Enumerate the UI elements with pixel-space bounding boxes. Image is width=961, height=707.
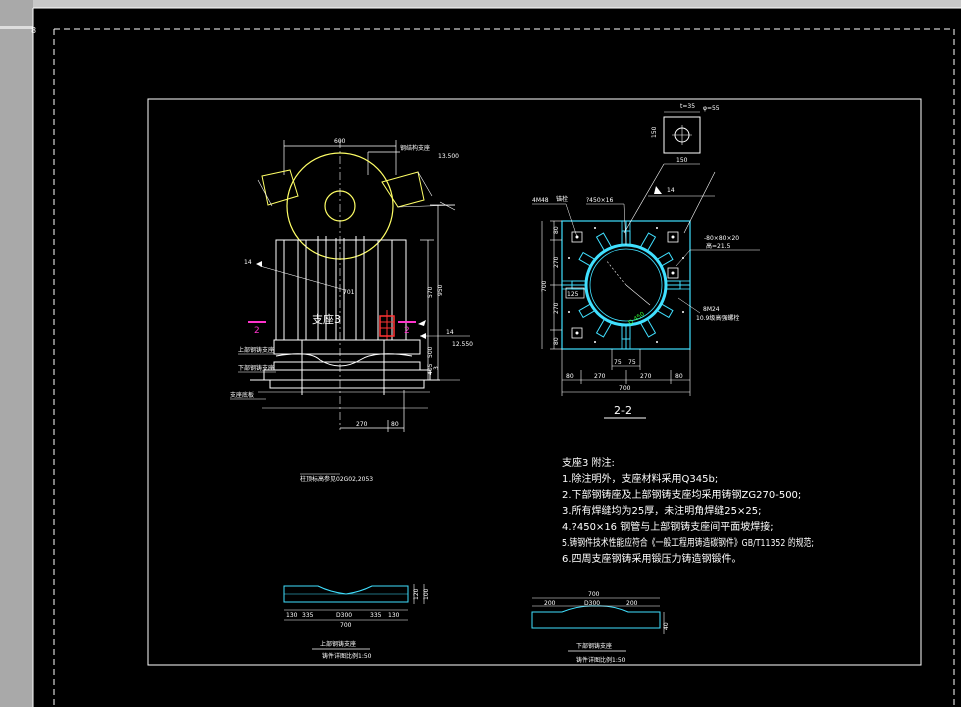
left-ruler-panel	[0, 0, 33, 707]
lower-dim-h: 40	[663, 622, 670, 630]
upper-dim-total: 700	[340, 622, 352, 629]
lower-detail-title: 下部钢铸支座	[576, 642, 612, 650]
pipe-size-label: ?450×16	[586, 197, 613, 204]
plan-dim-left-1: 80	[553, 226, 560, 234]
upper-dim-2: 335	[302, 612, 314, 619]
plan-dim-bottom-3: 270	[640, 373, 652, 380]
ruler-number: 8	[31, 26, 36, 35]
plan-dim-700-h: 700	[619, 385, 631, 392]
top-chrome-bar	[0, 0, 961, 8]
plan-dim-bottom-1: 80	[566, 373, 574, 380]
elev-footnote: 柱顶标高参见02G02,2053	[300, 475, 373, 483]
upper-dim-1: 130	[286, 612, 298, 619]
elev-label-upper-casting: 上部钢铸支座	[238, 346, 274, 354]
anchor-bolt-label: 4M48	[532, 197, 549, 204]
upper-dim-5: 130	[388, 612, 400, 619]
note-line-3: 3.所有焊缝均为25厚，未注明角焊缝25×25;	[562, 504, 761, 517]
upper-dim-4: 335	[370, 612, 382, 619]
elev-label-top-right: 钢结构支座	[400, 144, 430, 152]
elev-level-12550: 12.550	[452, 341, 473, 348]
elevation-view: 600 钢结构支座 13.500 701 14 支座	[230, 138, 473, 483]
support-3-label: 支座3	[312, 312, 341, 326]
plan-dim-left-4: 80	[553, 337, 560, 345]
plan-dim-700-v: 700	[541, 280, 548, 292]
rib-size-label: -80×80×20	[704, 235, 739, 242]
anchor-bolt-suffix: 锚栓	[556, 195, 568, 203]
upper-detail-title: 上部钢铸支座	[320, 640, 356, 648]
plate-detail	[663, 116, 701, 154]
lower-dim-3: 200	[626, 600, 638, 607]
lower-detail-scale: 铸件详图比例1:50	[576, 656, 626, 664]
plan-dim-left-2: 270	[553, 256, 560, 268]
elev-callout-14-right: 14	[446, 329, 454, 336]
note-line-5: 5.铸钢件技术性能应符合《一般工程用铸造碳钢件》GB/T11352 的规范;	[562, 536, 814, 549]
lower-casting-detail: 700 200 D300 200 40 下部钢铸支座 铸件详图比例1:50	[531, 591, 670, 664]
note-line-4: 4.?450×16 钢管与上部钢铸支座间平面坡焊接;	[562, 520, 774, 533]
tube-left	[261, 169, 299, 206]
elev-level-13500: 13.500	[438, 153, 459, 160]
elev-dim-570: 570	[427, 286, 434, 298]
bolt-grade-label: 10.9级高强螺栓	[696, 314, 739, 322]
lower-dim-1: 200	[544, 600, 556, 607]
plan-dim-75-a: 75	[614, 359, 622, 366]
upper-detail-scale: 铸件详图比例1:50	[322, 652, 372, 660]
upper-dim-h1: 120	[413, 588, 420, 600]
notes-heading: 支座3 附注:	[562, 456, 615, 469]
plan-dim-bottom-4: 80	[675, 373, 683, 380]
upper-dim-3: D300	[336, 612, 352, 619]
elev-label-lower-casting: 下部钢铸支座	[238, 364, 274, 372]
rib-height-label: 高=21.5	[706, 242, 731, 250]
lower-dim-2: D300	[584, 600, 600, 607]
notes-block: 支座3 附注: 1.除注明外，支座材料采用Q345b; 2.下部钢铸座及上部钢铸…	[562, 456, 814, 565]
note-line-2: 2.下部钢铸座及上部钢铸支座均采用铸钢ZG270-500;	[562, 488, 801, 501]
section-mark-right: 2	[404, 326, 410, 336]
elev-dim-500: 500	[427, 346, 434, 358]
plan-dim-125: 125	[567, 291, 579, 298]
elev-label-base-plate: 支座底板	[230, 391, 254, 399]
plan-view-2-2: t=35 φ=55 150 150	[532, 103, 760, 419]
tube-right	[381, 171, 425, 208]
elev-dim-3: 3	[433, 366, 440, 370]
plate-dim-150-h: 150	[676, 157, 688, 164]
upper-casting-detail: 120 100 130 335 D300 335 130 700 上部钢铸支座 …	[283, 584, 430, 660]
plan-dim-left-3: 270	[553, 302, 560, 314]
plan-dim-75-b: 75	[628, 359, 636, 366]
elev-dim-950: 950	[437, 284, 444, 296]
elev-dim-405: 405	[427, 363, 434, 375]
bolt-size-label: 8M24	[703, 306, 720, 313]
plate-dim-150-v: 150	[651, 126, 658, 138]
elev-dim-270: 270	[356, 421, 368, 428]
upper-dim-h2: 100	[423, 588, 430, 600]
plan-dim-bottom-2: 270	[594, 373, 606, 380]
drawing-frame	[147, 98, 922, 666]
plate-hole-dia: φ=55	[703, 105, 720, 112]
section-mark-left: 2	[254, 326, 260, 336]
elev-callout-14: 14	[244, 259, 252, 266]
plate-thickness: t=35	[680, 103, 695, 110]
section-title-2-2: 2-2	[614, 404, 632, 417]
note-line-1: 1.除注明外，支座材料采用Q345b;	[562, 472, 718, 485]
note-line-6: 6.四周支座钢铸采用锻压力铸造钢锻件。	[562, 552, 742, 565]
elev-dim-80: 80	[391, 421, 399, 428]
elev-dim-701: 701	[343, 289, 355, 296]
ruler-marker	[0, 26, 33, 29]
plan-callout-14: 14	[667, 187, 675, 194]
lower-dim-total: 700	[588, 591, 600, 598]
